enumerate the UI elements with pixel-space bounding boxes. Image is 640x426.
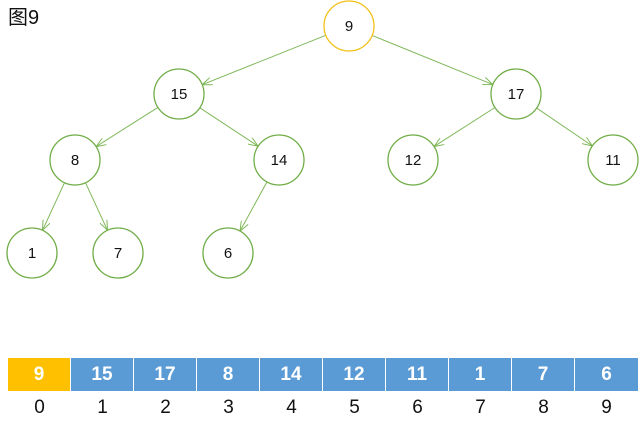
tree-node: 17 <box>490 68 542 120</box>
tree-edge <box>536 107 592 145</box>
array-cell: 9 <box>8 358 71 391</box>
tree-node-label: 15 <box>171 86 188 103</box>
array-index-label: 0 <box>34 397 45 418</box>
tree-node: 1 <box>6 227 58 279</box>
array-cell: 17 <box>134 358 197 391</box>
tree-node-label: 12 <box>405 152 422 169</box>
tree-node-label: 8 <box>71 152 79 169</box>
tree-node: 11 <box>587 134 639 186</box>
tree-node: 14 <box>253 134 305 186</box>
tree-node-circle <box>202 227 254 279</box>
tree-edge <box>97 106 159 146</box>
heap-array-indices: 0 1 2 3 4 5 6 7 8 9 <box>8 396 638 420</box>
array-cell: 1 <box>449 358 512 391</box>
tree-edge <box>85 182 107 230</box>
tree-node-circle <box>92 227 144 279</box>
tree-node-circle <box>490 68 542 120</box>
tree-node: 6 <box>202 227 254 279</box>
tree-edges <box>43 34 592 230</box>
tree-edge <box>241 181 268 230</box>
array-cell: 15 <box>71 358 134 391</box>
array-index-label: 3 <box>223 397 234 418</box>
tree-node-label: 11 <box>605 152 621 169</box>
tree-node-circle <box>153 68 205 120</box>
array-index-label: 7 <box>475 397 486 418</box>
tree-edge <box>199 107 257 146</box>
array-cell: 8 <box>197 358 260 391</box>
array-index-label: 9 <box>601 397 612 418</box>
array-index-label: 5 <box>349 397 360 418</box>
tree-node: 12 <box>387 134 439 186</box>
tree-edge <box>435 107 496 145</box>
tree-node-label: 17 <box>508 86 525 103</box>
tree-edge <box>371 34 492 84</box>
array-cell: 14 <box>260 358 323 391</box>
tree-edge <box>203 34 326 84</box>
array-cell: 12 <box>323 358 386 391</box>
tree-node-label: 1 <box>28 245 36 262</box>
figure-title: 图9 <box>8 7 40 29</box>
array-cell: 6 <box>575 358 638 391</box>
array-cell: 11 <box>386 358 449 391</box>
tree-node-label: 6 <box>224 245 232 262</box>
array-cell: 7 <box>512 358 575 391</box>
tree-node-circle <box>387 134 439 186</box>
tree-node-circle <box>587 134 639 186</box>
tree-node-circle <box>6 227 58 279</box>
tree-node-circle <box>49 134 101 186</box>
tree-node: 7 <box>92 227 144 279</box>
tree-node: 15 <box>153 68 205 120</box>
array-index-label: 8 <box>538 397 549 418</box>
array-index-label: 1 <box>97 397 108 418</box>
array-index-label: 2 <box>160 397 171 418</box>
tree-node-circle <box>253 134 305 186</box>
tree-node-circle <box>323 0 375 52</box>
tree-node: 8 <box>49 134 101 186</box>
tree-node-label: 9 <box>345 18 353 35</box>
tree-node-label: 14 <box>271 152 288 169</box>
array-index-label: 4 <box>286 397 297 418</box>
tree-node-label: 7 <box>114 245 122 262</box>
tree-node: 9 <box>323 0 375 52</box>
tree-edge <box>43 182 65 230</box>
array-index-label: 6 <box>412 397 423 418</box>
